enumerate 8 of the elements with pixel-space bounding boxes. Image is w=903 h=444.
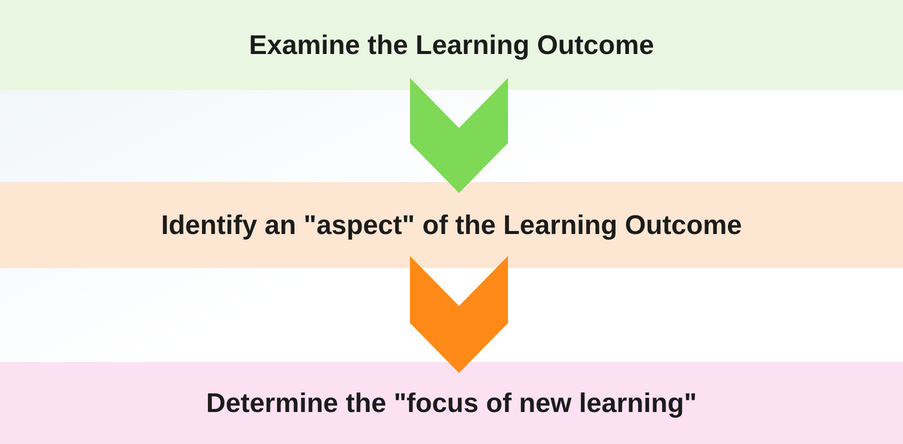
step-text: Identify an "aspect" of the Learning Outcome <box>161 208 742 242</box>
chevron-arrow <box>410 78 508 193</box>
step-text: Determine the "focus of new learning" <box>206 386 697 420</box>
step-band <box>0 362 903 444</box>
step-band <box>0 0 903 90</box>
chevron-arrow <box>410 256 508 373</box>
step-text: Examine the Learning Outcome <box>248 28 654 62</box>
step-band <box>0 182 903 268</box>
